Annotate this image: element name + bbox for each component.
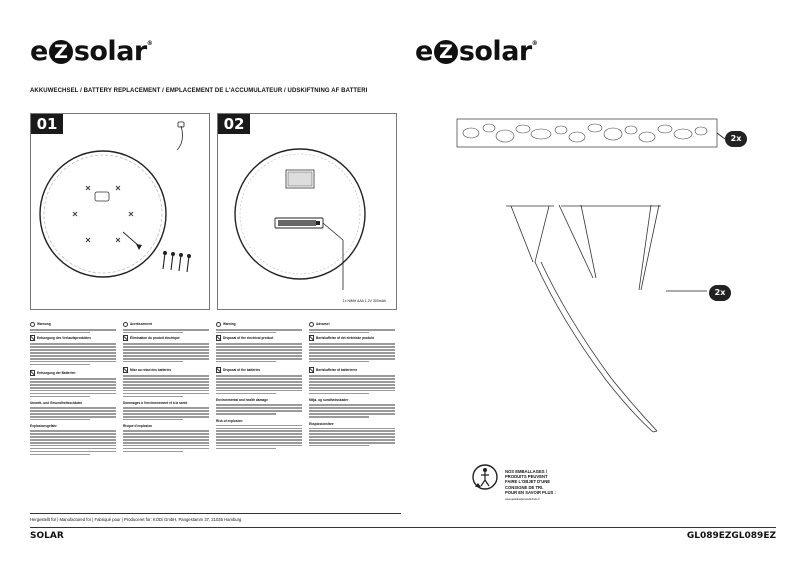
step-02-panel: 02 1x NiMH AAA 1,2V 300mAh bbox=[217, 113, 397, 310]
crossed-bin-icon bbox=[216, 367, 221, 374]
warning-icon bbox=[123, 322, 128, 327]
model-number: GL089EZGL089EZ bbox=[686, 531, 776, 541]
warning-icon bbox=[216, 322, 221, 327]
footer-divider bbox=[401, 527, 776, 528]
crossed-bin-icon bbox=[216, 335, 221, 342]
lamp-tube bbox=[534, 261, 658, 433]
crossed-bin-icon bbox=[123, 367, 128, 374]
crossed-bin-icon bbox=[309, 335, 314, 342]
safety-column-de: Warnung Entsorgung des Verkaufsproduktes… bbox=[30, 320, 116, 460]
battery-spec-label: 1x NiMH AAA 1,2V 300mAh bbox=[342, 299, 386, 303]
quantity-badge-1: 2x bbox=[725, 131, 747, 147]
safety-info-area: Warnung Entsorgung des Verkaufsproduktes… bbox=[30, 320, 401, 506]
product-name: SOLAR bbox=[30, 531, 64, 541]
step-01-panel: 01 bbox=[30, 113, 210, 310]
solar-disc-open-illustration bbox=[234, 148, 366, 290]
battery-replacement-heading: AKKUWECHSEL / BATTERY REPLACEMENT / EMPL… bbox=[30, 88, 368, 94]
step-02-label: 02 bbox=[218, 114, 250, 134]
solar-disc-bottom-illustration bbox=[39, 121, 191, 278]
manufacturer-line: Hergestellt für | Manufactured for | Fab… bbox=[30, 517, 242, 522]
triman-recycling-notice: NOS EMBALLAGES / PRODUITS PEUVENT FAIRE … bbox=[471, 463, 586, 519]
crossed-bin-icon bbox=[30, 370, 35, 377]
ground-stakes bbox=[506, 204, 661, 291]
footer-divider bbox=[30, 513, 401, 514]
recycling-text: NOS EMBALLAGES / PRODUITS PEUVENT FAIRE … bbox=[505, 469, 556, 502]
safety-column-da: Advarsel Bortskaffelse af det elektriske… bbox=[309, 320, 395, 451]
step-01-label: 01 bbox=[31, 114, 63, 134]
safety-column-en: Warning Disposal of the electrical produ… bbox=[216, 320, 302, 454]
safety-column-fr: Avertissement Élimination du produit éle… bbox=[123, 320, 209, 457]
footer-divider bbox=[30, 527, 401, 528]
warning-icon bbox=[309, 322, 314, 327]
crossed-bin-icon bbox=[30, 335, 35, 342]
decorative-ring-strip bbox=[456, 118, 726, 148]
warning-icon bbox=[30, 322, 35, 327]
triman-icon bbox=[472, 464, 498, 490]
quantity-badge-2: 2x bbox=[709, 285, 731, 301]
crossed-bin-icon bbox=[309, 367, 314, 374]
parts-illustration bbox=[456, 118, 726, 433]
crossed-bin-icon bbox=[123, 335, 128, 342]
